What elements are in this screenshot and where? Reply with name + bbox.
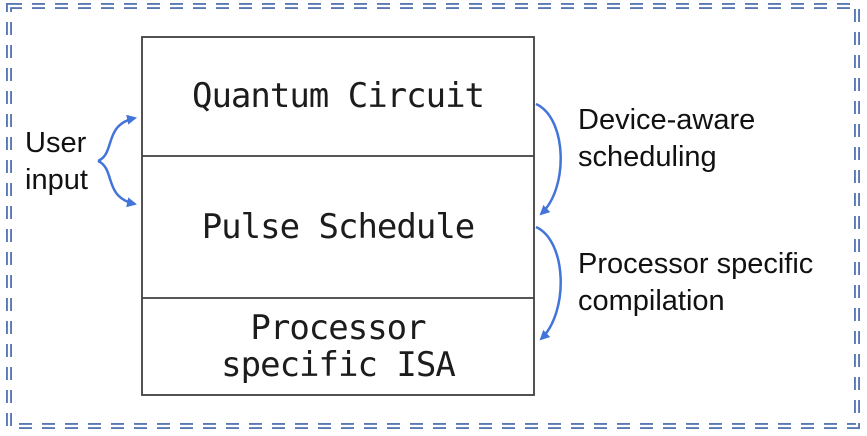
user-input-brace-upper-arrow bbox=[97, 114, 137, 163]
dashed-border bbox=[6, 3, 860, 429]
device-aware-scheduling-label: Device-aware scheduling bbox=[578, 104, 756, 173]
device-aware-scheduling-arrow bbox=[535, 102, 562, 216]
user-input-label: User input bbox=[25, 127, 88, 196]
layer-quantum-circuit: Quantum Circuit bbox=[191, 76, 485, 116]
processor-compilation-arrow bbox=[535, 225, 562, 341]
user-input-brace-lower-arrow bbox=[97, 159, 137, 208]
layer-processor-isa: Processor specific ISA bbox=[221, 307, 456, 385]
processor-specific-compilation-label: Processor specific compilation bbox=[578, 248, 814, 317]
layer-pulse-schedule: Pulse Schedule bbox=[201, 206, 476, 247]
stack-box bbox=[141, 36, 535, 396]
